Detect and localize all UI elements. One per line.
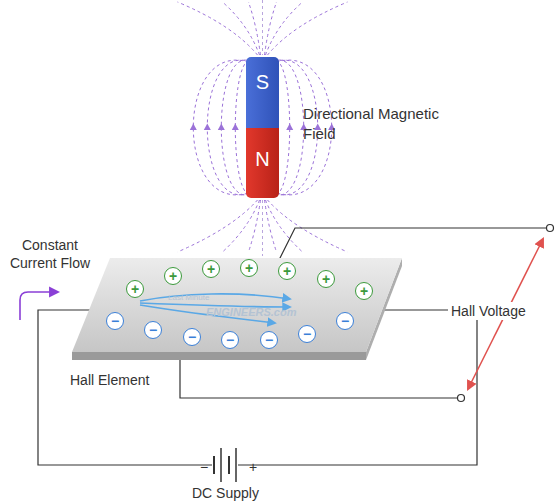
field-line <box>223 200 260 252</box>
charge-sign: + <box>169 269 177 283</box>
terminal <box>547 225 554 232</box>
positive-charge: + <box>355 282 373 300</box>
field-line <box>268 200 348 252</box>
charge-sign: + <box>131 282 139 296</box>
positive-charge: + <box>317 270 335 288</box>
charge-sign: − <box>111 314 119 328</box>
current-path <box>140 294 290 301</box>
field-line <box>249 200 261 252</box>
field-line <box>207 60 250 195</box>
plate-top <box>72 258 402 352</box>
polarity-sign: − <box>200 458 208 476</box>
field-line <box>178 2 258 55</box>
positive-charge: + <box>126 280 144 298</box>
positive-charge: + <box>240 259 258 277</box>
pole-letter: N <box>255 128 269 171</box>
watermark: ENGINEERS.com <box>206 305 296 319</box>
negative-charge: − <box>144 321 162 339</box>
negative-charge: − <box>183 328 201 346</box>
negative-charge: − <box>106 312 124 330</box>
charge-sign: + <box>283 264 291 278</box>
positive-charge: + <box>278 262 296 280</box>
field-label: Directional Magnetic Field <box>303 104 453 143</box>
watermark: Last Minute <box>168 293 209 303</box>
field-arrow <box>190 124 197 131</box>
field-line <box>178 200 258 252</box>
field-line <box>266 200 303 252</box>
element-label: Hall Element <box>70 372 149 388</box>
charge-sign: − <box>226 333 234 347</box>
magnet-south-pole: S <box>246 57 279 128</box>
battery-symbol <box>214 448 236 482</box>
charge-sign: + <box>322 272 330 286</box>
field-line <box>193 60 248 195</box>
negative-charge: − <box>221 331 239 349</box>
field-line <box>223 2 260 55</box>
positive-charge: + <box>202 260 220 278</box>
hall-wire <box>180 358 457 398</box>
field-arrow <box>218 124 225 131</box>
pole-letter: S <box>256 57 269 94</box>
field-line <box>268 2 348 55</box>
voltage-label: Hall Voltage <box>448 302 529 320</box>
negative-charge: − <box>260 331 278 349</box>
hall-wire <box>278 228 546 262</box>
field-arrow <box>286 124 293 131</box>
field-line <box>249 2 261 55</box>
field-axis <box>262 200 263 256</box>
plate-front <box>72 352 366 360</box>
field-line <box>265 2 277 55</box>
field-arrow <box>232 124 239 131</box>
charge-sign: + <box>207 262 215 276</box>
terminal <box>458 395 465 402</box>
supply-label: DC Supply <box>192 484 259 502</box>
charge-sign: − <box>188 330 196 344</box>
polarity-sign: + <box>249 458 257 476</box>
charge-sign: − <box>303 327 311 341</box>
charge-sign: + <box>360 284 368 298</box>
field-axis <box>262 0 263 55</box>
positive-charge: + <box>164 267 182 285</box>
current-label: Constant Current Flow <box>2 236 98 272</box>
negative-charge: − <box>298 325 316 343</box>
charge-sign: − <box>149 323 157 337</box>
charge-sign: − <box>265 333 273 347</box>
magnet-north-pole: N <box>246 128 279 198</box>
current-arrow <box>20 292 58 320</box>
charge-sign: − <box>341 314 349 328</box>
field-arrow <box>204 124 211 131</box>
field-line <box>265 200 277 252</box>
field-line <box>266 2 303 55</box>
negative-charge: − <box>336 312 354 330</box>
charge-sign: + <box>245 261 253 275</box>
